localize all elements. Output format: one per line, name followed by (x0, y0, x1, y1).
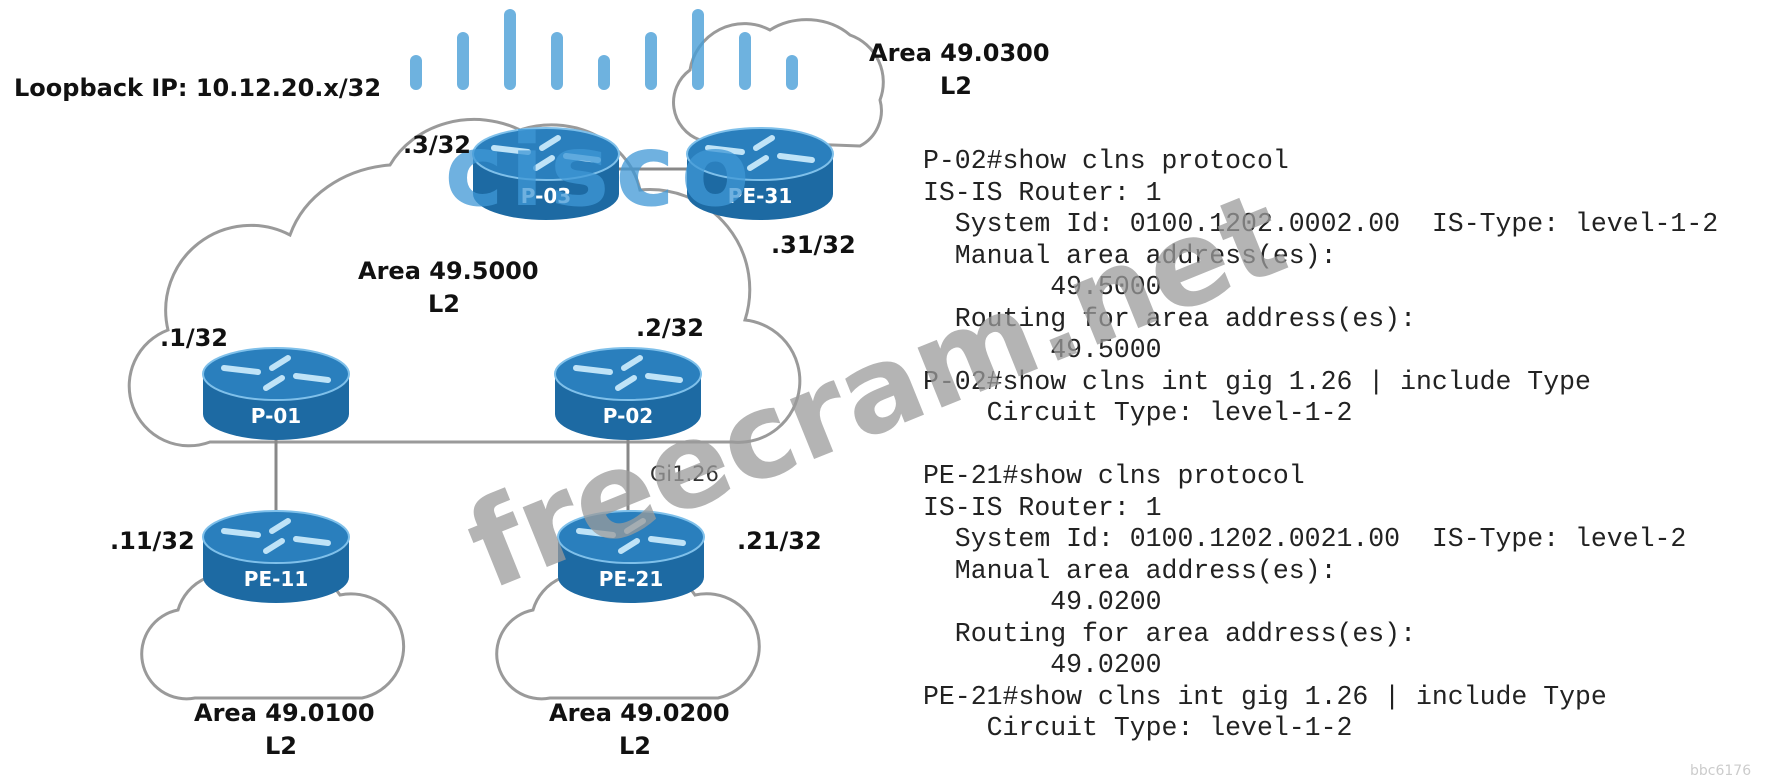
area-49-0300-label: Area 49.0300 (869, 39, 1050, 67)
cli-line: IS-IS Router: 1 (923, 177, 1162, 208)
router-label: PE-11 (244, 567, 308, 591)
router-p-01[interactable]: P-01 (203, 348, 349, 440)
cli-line: System Id: 0100.1202.0021.00 IS-Type: le… (923, 524, 1687, 554)
ip-p-02: .2/32 (636, 314, 704, 342)
router-pe-31[interactable]: PE-31 (687, 128, 833, 220)
cli-line (923, 430, 1718, 462)
cli-line: System Id: 0100.1202.0002.00 IS-Type: le… (923, 209, 1719, 239)
cli-line: Circuit Type: level-1-2 (923, 713, 1353, 743)
cli-line: 49.0200 (923, 587, 1162, 617)
cloud-area-49-0300 (672, 18, 885, 148)
router-label: P-02 (603, 404, 653, 428)
cli-line: Manual area address(es): (923, 555, 1337, 586)
router-p-03[interactable]: P-03 (473, 128, 619, 220)
cisco-logo-text: cisco (444, 112, 755, 229)
cli-line: IS-IS Router: 1 (923, 492, 1162, 523)
area-49-5000-label: Area 49.5000 (358, 257, 539, 285)
cli-line: Routing for area address(es): (923, 303, 1416, 334)
router-label: P-01 (251, 404, 301, 428)
router-pe-11[interactable]: PE-11 (203, 511, 349, 603)
interface-label: Gi1.26 (650, 462, 719, 486)
area-49-0200-label: Area 49.0200 (549, 699, 730, 727)
router-label: P-03 (521, 184, 571, 208)
area-49-0300-level: L2 (940, 72, 972, 100)
area-49-0100-label: Area 49.0100 (194, 699, 375, 727)
area-49-0200-level: L2 (619, 732, 651, 760)
cli-line: 49.5000 (923, 272, 1162, 302)
router-label: PE-31 (728, 184, 792, 208)
ip-pe-31: .31/32 (771, 231, 856, 259)
ip-p-03: .3/32 (403, 131, 471, 159)
cli-line: Circuit Type: level-1-2 (923, 398, 1353, 428)
cli-line: PE-21#show clns int gig 1.26 | include T… (923, 681, 1607, 712)
ip-pe-21: .21/32 (737, 527, 822, 555)
cli-line: 49.5000 (923, 335, 1162, 365)
ip-p-01: .1/32 (160, 324, 228, 352)
cli-line: Routing for area address(es): (923, 618, 1416, 649)
cli-line: PE-21#show clns protocol (923, 461, 1305, 491)
router-pe-21[interactable]: PE-21 (558, 511, 704, 603)
ip-pe-11: .11/32 (110, 527, 195, 555)
area-49-5000-level: L2 (428, 290, 460, 318)
router-label: PE-21 (599, 567, 663, 591)
area-49-0100-level: L2 (265, 732, 297, 760)
cli-line: 49.0200 (923, 650, 1162, 680)
router-p-02[interactable]: P-02 (555, 348, 701, 440)
loopback-title: Loopback IP: 10.12.20.x/32 (14, 74, 381, 102)
cli-line: P-02#show clns protocol (923, 146, 1289, 176)
cisco-logo (410, 9, 798, 90)
cli-line: P-02#show clns int gig 1.26 | include Ty… (923, 366, 1591, 397)
cli-line: Manual area address(es): (923, 240, 1337, 271)
